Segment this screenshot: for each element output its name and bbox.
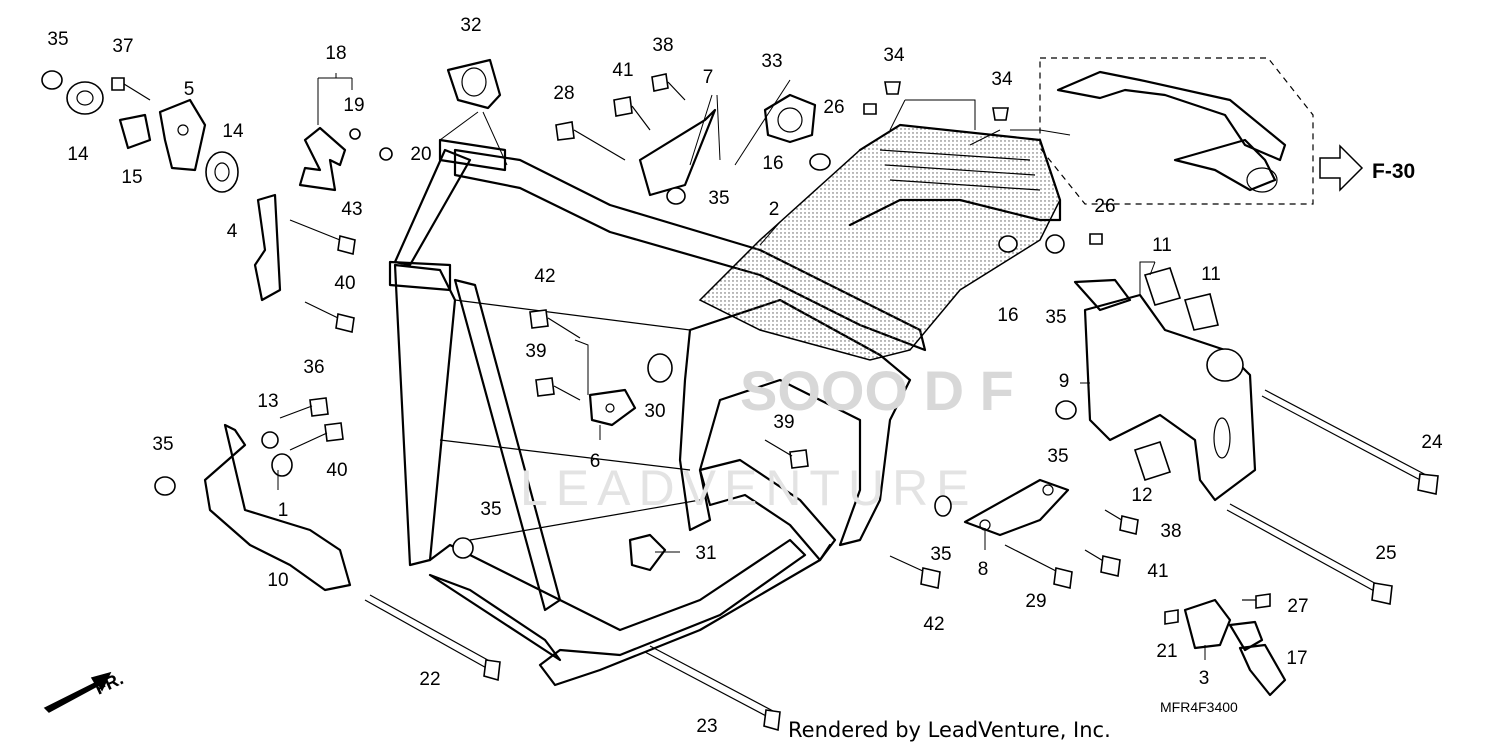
- reference-box-f30: [1039, 57, 1364, 205]
- part-callout-p3[interactable]: 3: [1199, 668, 1210, 689]
- part-callout-p35f[interactable]: 35: [480, 499, 501, 520]
- part-callout-p35g[interactable]: 35: [930, 544, 951, 565]
- part-callout-p28[interactable]: 28: [553, 83, 574, 104]
- small-parts: [41, 58, 1439, 732]
- part-callout-p19[interactable]: 19: [343, 95, 364, 116]
- leader-lines: [277, 73, 1206, 660]
- part-callout-p12[interactable]: 12: [1131, 485, 1152, 506]
- part-callout-p8[interactable]: 8: [978, 559, 989, 580]
- part-callout-p40a[interactable]: 40: [334, 273, 355, 294]
- part-callout-p35e[interactable]: 35: [152, 434, 173, 455]
- part-callout-p43[interactable]: 43: [341, 199, 362, 220]
- part-callout-p34b[interactable]: 34: [991, 69, 1013, 90]
- part-callout-p14b[interactable]: 14: [222, 121, 244, 142]
- part-callout-p36[interactable]: 36: [303, 357, 324, 378]
- part-callout-p39b[interactable]: 39: [773, 412, 794, 433]
- part-callout-p41b[interactable]: 41: [1147, 561, 1168, 582]
- credit-text: Rendered by LeadVenture, Inc.: [788, 718, 1111, 742]
- part-callout-p5[interactable]: 5: [184, 79, 195, 100]
- part-callout-p11b[interactable]: 11: [1201, 264, 1221, 285]
- part-callout-p25[interactable]: 25: [1375, 543, 1396, 564]
- part-callout-p39a[interactable]: 39: [525, 341, 546, 362]
- part-callout-p26b[interactable]: 26: [1094, 196, 1115, 217]
- part-callout-p35a[interactable]: 35: [47, 29, 68, 50]
- part-callout-p42b[interactable]: 42: [923, 614, 944, 635]
- part-callout-p38b[interactable]: 38: [1160, 521, 1181, 542]
- part-callout-p22[interactable]: 22: [419, 669, 440, 690]
- part-callout-p7[interactable]: 7: [703, 67, 714, 88]
- part-callout-p1[interactable]: 1: [278, 500, 289, 521]
- part-callout-p35d[interactable]: 35: [1047, 446, 1068, 467]
- front-direction-arrow: FR.: [43, 668, 127, 713]
- part-callout-p11a[interactable]: 11: [1152, 235, 1172, 256]
- part-callout-p35b[interactable]: 35: [708, 188, 729, 209]
- part-callout-p37[interactable]: 37: [112, 36, 133, 57]
- part-callout-p38a[interactable]: 38: [652, 35, 673, 56]
- main-frame: SOOO D F LEADVENTURE: [388, 123, 1062, 687]
- part-callout-p23[interactable]: 23: [696, 716, 717, 737]
- diagram-code: MFR4F3400: [1160, 699, 1238, 715]
- part-callout-p16a[interactable]: 16: [762, 153, 783, 174]
- part-callout-p17[interactable]: 17: [1286, 648, 1307, 669]
- part-callout-p26a[interactable]: 26: [823, 97, 844, 118]
- part-callout-p6[interactable]: 6: [590, 451, 601, 472]
- part-callout-p42a[interactable]: 42: [534, 266, 555, 287]
- part-callout-p31[interactable]: 31: [695, 543, 716, 564]
- part-callout-p32[interactable]: 32: [460, 15, 481, 36]
- part-callout-p21[interactable]: 21: [1156, 641, 1177, 662]
- part-callout-p30[interactable]: 30: [644, 401, 665, 422]
- part-callout-p16b[interactable]: 16: [997, 305, 1018, 326]
- svg-text:LEADVENTURE: LEADVENTURE: [520, 460, 978, 516]
- part-callout-p29[interactable]: 29: [1025, 591, 1046, 612]
- part-callout-p14a[interactable]: 14: [67, 144, 89, 165]
- front-direction-label: FR.: [92, 668, 127, 698]
- part-callout-p18[interactable]: 18: [325, 43, 346, 64]
- part-callout-p33[interactable]: 33: [761, 51, 782, 72]
- part-callout-p4[interactable]: 4: [227, 221, 238, 242]
- part-callout-p10[interactable]: 10: [267, 570, 288, 591]
- svg-text:SOOO D F: SOOO D F: [740, 359, 1014, 422]
- part-callout-p24[interactable]: 24: [1421, 432, 1443, 453]
- reference-tag[interactable]: F-30: [1372, 160, 1415, 183]
- part-callout-p40b[interactable]: 40: [326, 460, 347, 481]
- part-callout-p9[interactable]: 9: [1059, 371, 1070, 392]
- part-callout-p35c[interactable]: 35: [1045, 307, 1066, 328]
- part-callout-p15[interactable]: 15: [121, 167, 142, 188]
- part-callout-p34a[interactable]: 34: [883, 45, 905, 66]
- part-callout-p41a[interactable]: 41: [612, 60, 633, 81]
- part-callout-p2[interactable]: 2: [769, 199, 780, 220]
- part-callout-p27[interactable]: 27: [1287, 596, 1308, 617]
- part-callout-p13[interactable]: 13: [257, 391, 278, 412]
- part-callout-p20[interactable]: 20: [410, 144, 431, 165]
